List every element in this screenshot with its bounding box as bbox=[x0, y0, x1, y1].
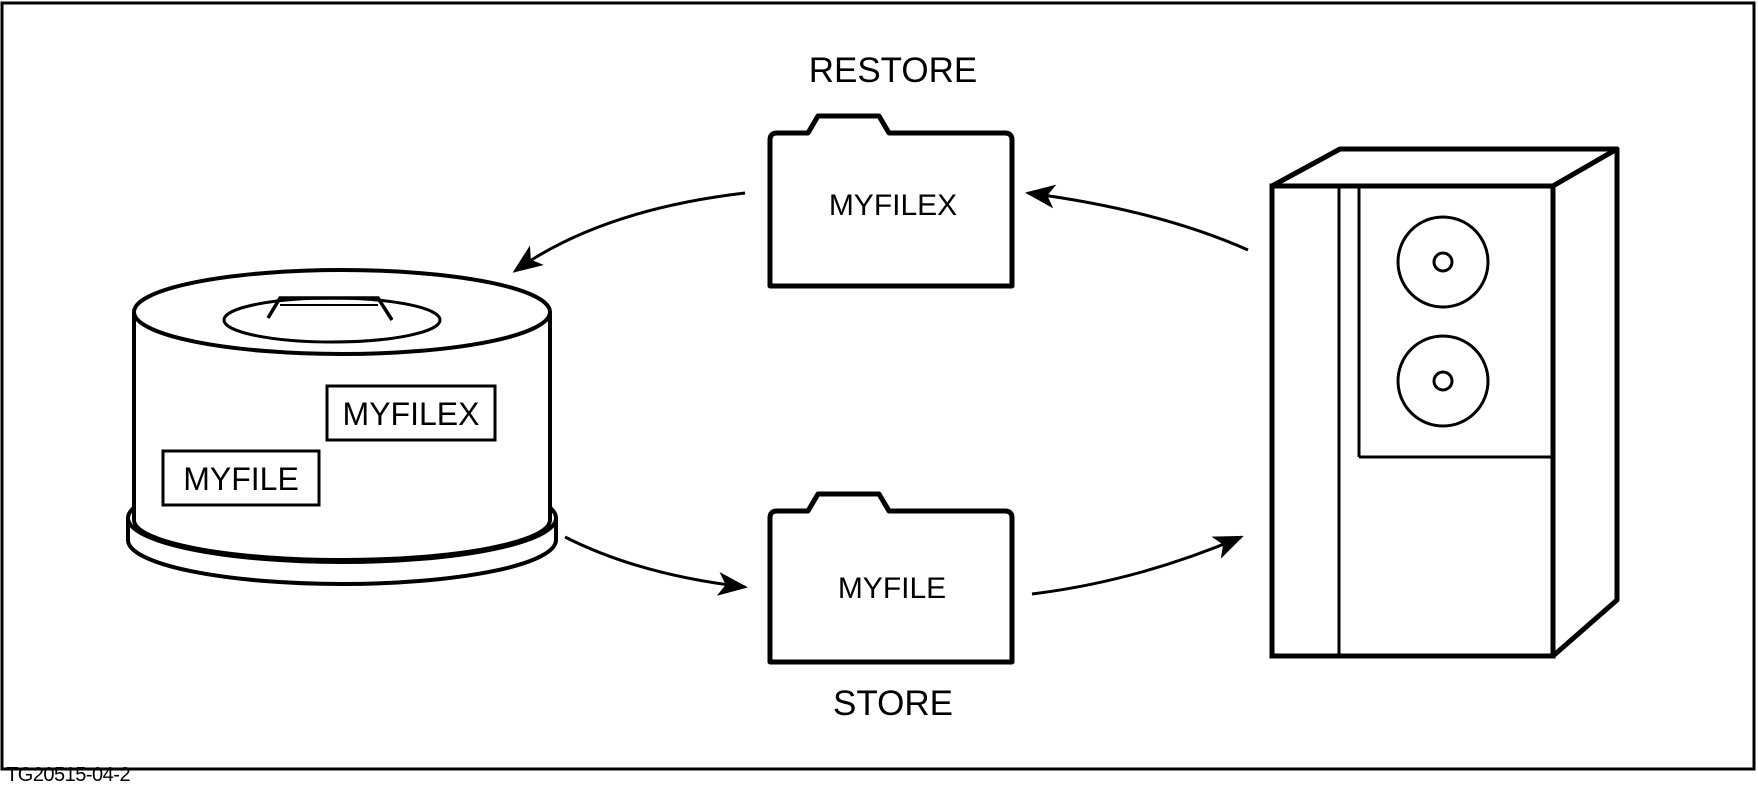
arrow-store-to-tape bbox=[1031, 535, 1244, 596]
disk-label-upper: MYFILEX bbox=[343, 396, 480, 432]
disk-label-box-lower bbox=[161, 449, 321, 507]
arrow-store-from-disk bbox=[564, 535, 748, 596]
disk-pack-icon: MYFILEX MYFILE bbox=[126, 268, 558, 586]
folder-icon bbox=[767, 113, 1015, 289]
tape-drive-icon bbox=[1269, 146, 1620, 659]
restore-label: RESTORE bbox=[809, 51, 978, 90]
disk-label-lower: MYFILE bbox=[183, 461, 299, 497]
arrow-restore-from-tape bbox=[1025, 184, 1249, 252]
disk-label-box-upper bbox=[325, 384, 497, 442]
folder-icon bbox=[767, 491, 1015, 665]
folder-bottom-label: MYFILE bbox=[838, 572, 946, 605]
arrow-restore-to-disk bbox=[512, 191, 746, 273]
diagram-border bbox=[0, 1, 1756, 771]
store-label: STORE bbox=[833, 684, 953, 723]
figure-id: TG20515-04-2 bbox=[6, 764, 131, 786]
folder-top-label: MYFILEX bbox=[829, 189, 957, 222]
